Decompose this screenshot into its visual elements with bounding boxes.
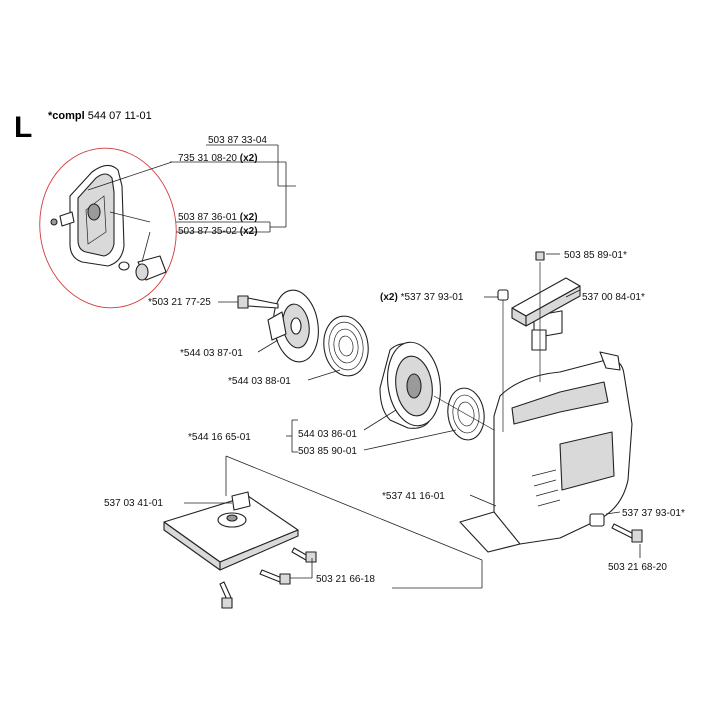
label-537379301-top: (x2) *537 37 93-01 (380, 292, 464, 303)
compl-label: *compl 544 07 11-01 (48, 110, 152, 122)
label-503873601: 503 87 36-01 (x2) (178, 212, 258, 223)
highlight-ellipse (39, 147, 177, 309)
label-537379301-bottom: 537 37 93-01* (622, 508, 685, 519)
bushing-537379301-bottom (589, 513, 605, 527)
label-503217725: *503 21 77-25 (148, 297, 211, 308)
label-537034101: 537 03 41-01 (104, 498, 163, 509)
rotor-drum-part (379, 341, 441, 429)
label-503873304: 503 87 33-04 (208, 135, 267, 146)
label-503216618: 503 21 66-18 (316, 574, 375, 585)
handle-grip-part (511, 251, 581, 382)
label-735310820: 735 31 08-20 (x2) (178, 153, 258, 164)
pulley-disk-part (267, 289, 319, 363)
axis-line (433, 395, 495, 431)
bushing-537379301-top (497, 289, 509, 432)
screw-503216820 (611, 523, 643, 543)
bracket-plate-part (163, 491, 299, 571)
label-544038801: *544 03 88-01 (228, 376, 291, 387)
label-544038601: 544 03 86-01 (298, 429, 357, 440)
cover-knob-part (118, 255, 167, 281)
starter-cover-part (50, 164, 125, 267)
label-544038701: *544 03 87-01 (180, 348, 243, 359)
screw-503216618-c (219, 581, 233, 609)
screw-503216618-a (259, 569, 291, 585)
label-503858901: 503 85 89-01* (564, 250, 627, 261)
screw-503216618-b (291, 547, 317, 563)
label-503873502: 503 87 35-02 (x2) (178, 226, 258, 237)
label-503216820: 503 21 68-20 (608, 562, 667, 573)
label-544166501: *544 16 65-01 (188, 432, 251, 443)
recoil-spring-part (323, 315, 369, 377)
label-537008401: 537 00 84-01* (582, 292, 645, 303)
leader-lines (87, 144, 641, 589)
label-537411601: *537 41 16-01 (382, 491, 445, 502)
section-letter: L (14, 111, 32, 144)
label-503859001: 503 85 90-01 (298, 446, 357, 457)
bolt-503217725 (237, 295, 279, 309)
